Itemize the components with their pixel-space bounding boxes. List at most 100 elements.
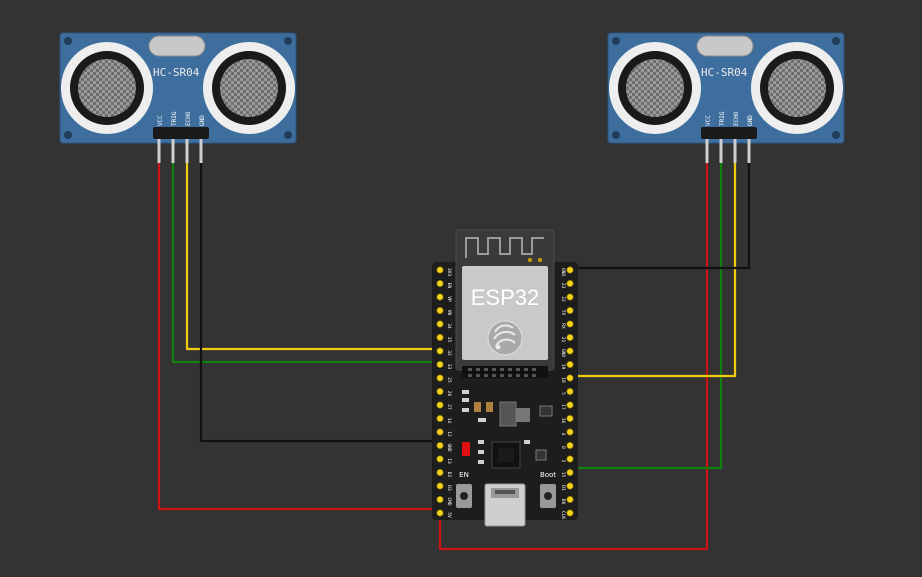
esp32-pin-left-34[interactable]: [436, 320, 444, 328]
wire-s1-vcc[interactable]: [157, 160, 440, 511]
pin-vcc[interactable]: [705, 139, 709, 163]
wire-s2-vcc[interactable]: [438, 160, 709, 551]
mounting-hole: [612, 131, 620, 139]
pin-label-gnd: GND: [199, 115, 206, 126]
esp32-pin-right-rx[interactable]: [566, 320, 574, 328]
esp32-pin-label: 0: [560, 446, 566, 449]
esp32-pin-right-d1[interactable]: [566, 482, 574, 490]
crystal-oscillator: [696, 35, 754, 57]
esp32-pin-left-d2[interactable]: [436, 468, 444, 476]
esp32-pin-label: GND: [560, 268, 566, 276]
esp32-pin-right-15[interactable]: [566, 468, 574, 476]
pin-label-vcc: VCC: [705, 115, 712, 126]
mounting-hole: [832, 37, 840, 45]
esp32-pin-left-gnd[interactable]: [436, 441, 444, 449]
pin-gnd[interactable]: [747, 139, 751, 163]
wire-s1-echo[interactable]: [185, 160, 440, 351]
wires: [157, 160, 751, 551]
ultrasonic-sensor-1[interactable]: HC-SR04 VCC TRIG ECHO GND: [59, 32, 297, 163]
wire-s2-echo[interactable]: [570, 160, 737, 378]
mounting-hole: [64, 131, 72, 139]
esp32-pin-right-22[interactable]: [566, 293, 574, 301]
wire-s2-trig[interactable]: [570, 160, 723, 470]
esp32-pin-label: 4: [560, 433, 566, 436]
esp32-pin-right-23[interactable]: [566, 279, 574, 287]
esp32-pin-left-33[interactable]: [436, 360, 444, 368]
pin-label-echo: ECHO: [733, 111, 740, 126]
en-label: EN: [459, 471, 469, 479]
boot-button[interactable]: [540, 484, 556, 508]
esp32-pin-left-32[interactable]: [436, 347, 444, 355]
esp32-pin-left-en[interactable]: [436, 279, 444, 287]
ultrasonic-sensor-2[interactable]: HC-SR04 VCC TRIG ECHO GND: [607, 32, 845, 163]
esp32-pin-right-21[interactable]: [566, 333, 574, 341]
pin-gnd[interactable]: [199, 139, 203, 163]
esp32-pin-right-tx[interactable]: [566, 306, 574, 314]
esp32-pin-label: 5: [560, 392, 566, 395]
pin-header: [153, 127, 209, 163]
esp32-pin-label: 16: [560, 418, 566, 424]
board-label: ESP32: [471, 285, 540, 310]
esp32-pin-right-5[interactable]: [566, 387, 574, 395]
micro-usb-port[interactable]: [484, 483, 526, 527]
esp32-pin-label: VP: [446, 296, 452, 302]
esp32-pin-label: GND: [446, 443, 452, 451]
esp32-pin-right-19[interactable]: [566, 360, 574, 368]
esp32-pin-right-4[interactable]: [566, 428, 574, 436]
esp32-pin-left-27[interactable]: [436, 401, 444, 409]
mounting-hole: [284, 37, 292, 45]
esp32-pin-right-clk[interactable]: [566, 509, 574, 517]
wire-s2-gnd[interactable]: [570, 160, 751, 270]
power-led: [462, 442, 470, 456]
esp32-pin-label: D0: [560, 499, 566, 505]
en-button[interactable]: [456, 484, 472, 508]
esp32-pin-label: VN: [446, 310, 452, 316]
esp32-board[interactable]: ESP32: [432, 229, 578, 527]
esp32-pin-left-25[interactable]: [436, 374, 444, 382]
esp32-pin-right-18[interactable]: [566, 374, 574, 382]
esp32-pin-label: CLK: [560, 511, 566, 519]
esp32-pin-left-vp[interactable]: [436, 293, 444, 301]
pin-vcc[interactable]: [157, 139, 161, 163]
pin-trig[interactable]: [171, 139, 175, 163]
espressif-logo-icon: [487, 320, 523, 356]
esp32-pin-right-16[interactable]: [566, 414, 574, 422]
esp32-pin-left-26[interactable]: [436, 387, 444, 395]
esp32-pin-right-d0[interactable]: [566, 495, 574, 503]
esp32-pin-right-2[interactable]: [566, 455, 574, 463]
esp32-pin-right-gnd[interactable]: [566, 266, 574, 274]
rf-shield: [462, 266, 548, 360]
pin-label-trig: TRIG: [171, 111, 178, 126]
esp32-pin-left-cmd[interactable]: [436, 495, 444, 503]
esp32-pin-right-17[interactable]: [566, 401, 574, 409]
wire-s1-trig[interactable]: [171, 160, 440, 364]
esp32-pin-left-14[interactable]: [436, 414, 444, 422]
esp32-pin-label: D2: [446, 472, 452, 478]
pin-echo[interactable]: [733, 139, 737, 163]
esp32-pin-right-gnd[interactable]: [566, 347, 574, 355]
esp32-pin-left-vn[interactable]: [436, 306, 444, 314]
esp32-pin-label: 25: [446, 377, 452, 383]
wire-s1-gnd[interactable]: [199, 160, 440, 443]
esp32-pin-left-d3[interactable]: [436, 482, 444, 490]
smd-components: [462, 390, 553, 469]
pin-trig[interactable]: [719, 139, 723, 163]
esp32-pin-right-0[interactable]: [566, 441, 574, 449]
esp32-pin-label: 17: [560, 404, 566, 410]
left-pin-header: 3V3ENVPVN343532332526271412GND13D2D3CMD5…: [436, 266, 452, 518]
esp32-pin-label: CMD: [446, 497, 452, 505]
pin-label-echo: ECHO: [185, 111, 192, 126]
esp32-pin-left-35[interactable]: [436, 333, 444, 341]
pin-label-vcc: VCC: [157, 115, 164, 126]
esp32-pin-left-13[interactable]: [436, 455, 444, 463]
mounting-hole: [612, 37, 620, 45]
esp32-pin-label: 32: [446, 350, 452, 356]
esp32-pin-left-5v[interactable]: [436, 509, 444, 517]
pin-echo[interactable]: [185, 139, 189, 163]
esp32-pin-label: TX: [560, 310, 566, 316]
esp32-pin-left-3v3[interactable]: [436, 266, 444, 274]
esp32-pin-left-12[interactable]: [436, 428, 444, 436]
esp32-pin-label: 22: [560, 296, 566, 302]
pcb-antenna: [465, 237, 544, 258]
